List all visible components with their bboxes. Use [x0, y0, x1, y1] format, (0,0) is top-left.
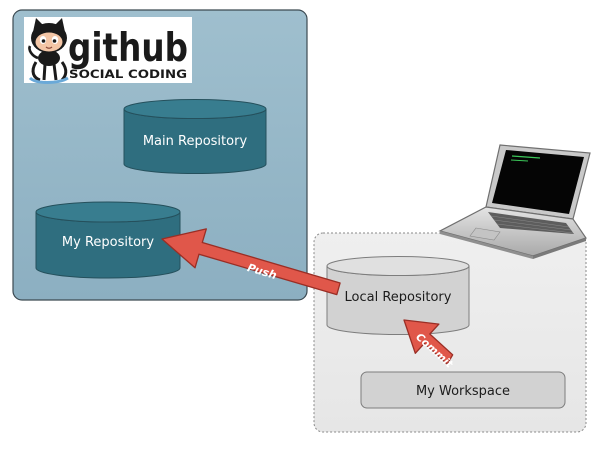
- local-panel: Local Repository My Workspace: [313, 144, 591, 433]
- octocat-icon: [28, 18, 69, 84]
- local-repository-cylinder: Local Repository: [326, 256, 470, 335]
- my-repository-cylinder: My Repository: [35, 201, 181, 279]
- my-workspace-box: My Workspace: [360, 371, 566, 409]
- logo-wordmark: github: [68, 26, 188, 71]
- main-repository-cylinder: Main Repository: [123, 99, 267, 174]
- local-repository-label: Local Repository: [345, 290, 452, 305]
- laptop-icon: [438, 144, 591, 259]
- main-repository-label: Main Repository: [143, 134, 248, 149]
- github-panel: github SOCIAL CODING Main Repository My …: [12, 9, 308, 301]
- my-repository-label: My Repository: [62, 235, 154, 250]
- github-logo: github SOCIAL CODING: [24, 17, 192, 84]
- logo-tagline: SOCIAL CODING: [69, 67, 187, 81]
- my-workspace-label: My Workspace: [416, 384, 510, 399]
